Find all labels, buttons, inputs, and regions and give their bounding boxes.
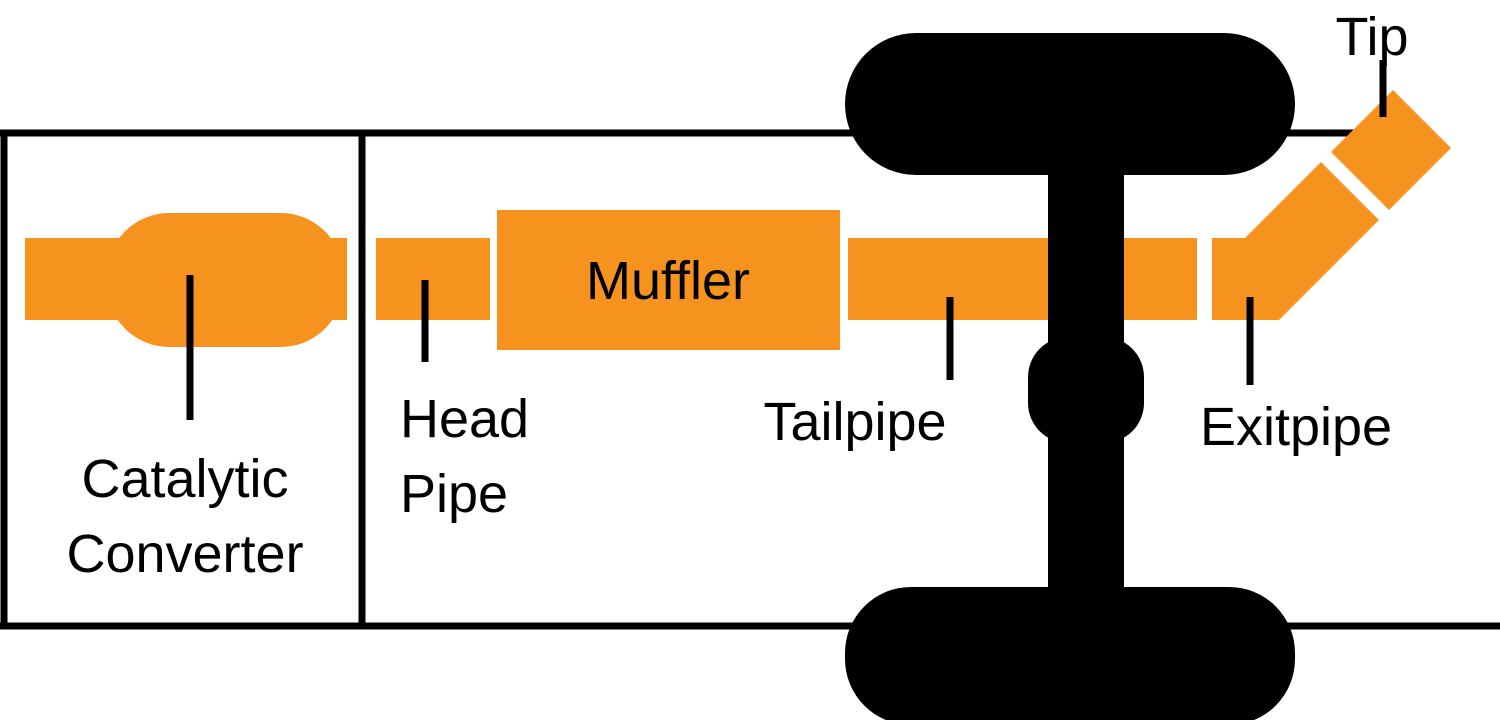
catalytic-converter-label-line1: Catalytic: [81, 449, 288, 509]
tailpipe-label: Tailpipe: [763, 392, 946, 452]
pointer-lines: [186, 60, 1387, 420]
exitpipe-body: [1212, 162, 1379, 320]
catalytic-converter-body: [107, 213, 343, 347]
catalytic-converter-label-line2: Converter: [66, 524, 303, 584]
tip-label: Tip: [1335, 7, 1408, 67]
rear-axle-assembly: [845, 33, 1295, 720]
head-pipe-label-line2: Pipe: [400, 464, 508, 524]
muffler-body: [497, 210, 840, 350]
differential-housing: [1028, 337, 1144, 443]
tip-body: [1331, 90, 1451, 210]
labels: Catalytic Converter Head Pipe Muffler Ta…: [66, 7, 1408, 584]
head-pipe-body: [376, 238, 490, 320]
rear-tire-top: [845, 33, 1295, 175]
rear-tire-bottom: [845, 587, 1295, 720]
exhaust-pipes: [25, 90, 1451, 350]
exitpipe-label: Exitpipe: [1200, 397, 1392, 457]
head-pipe-label-line1: Head: [400, 389, 529, 449]
tailpipe-body: [848, 238, 1197, 320]
muffler-label: Muffler: [586, 251, 750, 311]
